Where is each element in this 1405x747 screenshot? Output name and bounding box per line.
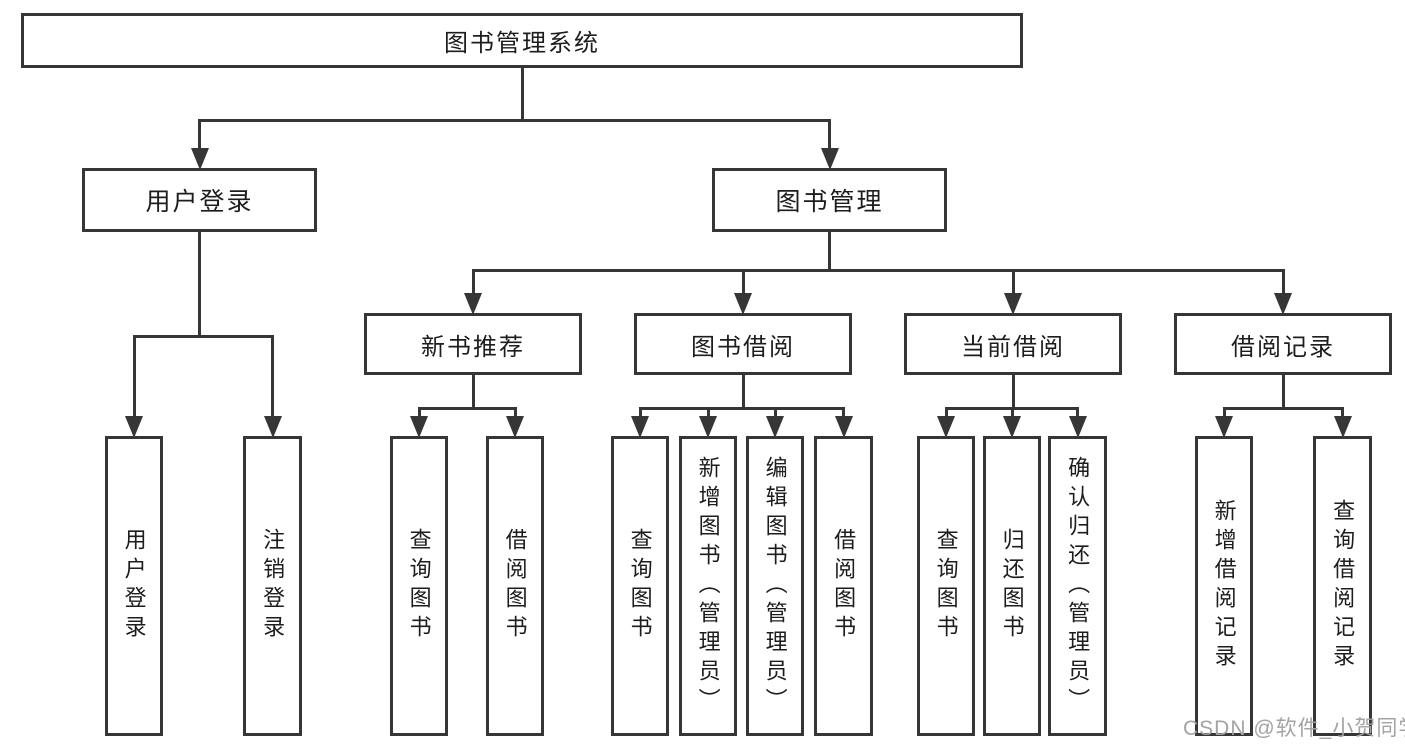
node-label: 图书管理 — [775, 188, 884, 216]
node-bb-borrow-book: 借阅图书 — [814, 436, 873, 736]
node-cb-query-book: 查询图书 — [917, 436, 975, 736]
connector-arrowhead-down-icon — [410, 416, 428, 438]
node-label: 借阅记录 — [1231, 333, 1335, 361]
connector-line-vertical — [132, 336, 136, 422]
node-label: 查询图书 — [933, 528, 959, 644]
connector-arrowhead-down-icon — [125, 416, 143, 438]
connector-arrowhead-down-icon — [1068, 416, 1087, 438]
connector-line-vertical — [1011, 270, 1015, 299]
csdn-watermark: CSDN @软件_小贺同学 — [1183, 717, 1405, 740]
connector-line-horizontal — [638, 406, 845, 410]
connector-arrowhead-down-icon — [734, 293, 752, 315]
connector-line-vertical — [944, 408, 948, 422]
connector-line-vertical — [471, 270, 475, 299]
connector-line-vertical — [1222, 408, 1226, 422]
connector-line-vertical — [513, 408, 517, 422]
connector-line-vertical — [198, 232, 201, 336]
connector-arrowhead-down-icon — [631, 416, 649, 438]
connector-arrowhead-down-icon — [820, 148, 839, 170]
node-label: 查询借阅记录 — [1330, 499, 1356, 673]
connector-arrowhead-down-icon — [1004, 293, 1022, 315]
node-label: 借阅图书 — [502, 528, 528, 644]
node-label: 新增借阅记录 — [1211, 499, 1237, 673]
node-rec-query-book: 查询图书 — [390, 436, 448, 736]
node-label: 新增图书（管理员） — [695, 455, 721, 717]
connector-line-vertical — [1281, 270, 1285, 299]
node-label: 图书借阅 — [691, 333, 795, 361]
connector-line-horizontal — [1222, 406, 1344, 410]
connector-line-vertical — [1010, 408, 1014, 422]
connector-arrowhead-down-icon — [506, 416, 524, 438]
node-label: 用户登录 — [145, 188, 254, 216]
node-label: 当前借阅 — [961, 333, 1065, 361]
node-label: 注销登录 — [260, 528, 286, 644]
connector-line-horizontal — [471, 268, 1285, 272]
node-br-query-record: 查询借阅记录 — [1313, 436, 1372, 736]
node-label: 新书推荐 — [421, 333, 525, 361]
node-br-add-record: 新增借阅记录 — [1195, 436, 1253, 736]
connector-line-vertical — [741, 270, 745, 299]
connector-arrowhead-down-icon — [263, 416, 282, 438]
connector-line-vertical — [638, 408, 642, 422]
node-label: 用户登录 — [121, 528, 147, 644]
connector-arrowhead-down-icon — [834, 416, 853, 438]
connector-arrowhead-down-icon — [699, 416, 717, 438]
node-rec-borrow-book: 借阅图书 — [486, 436, 544, 736]
connector-line-horizontal — [198, 118, 831, 122]
connector-line-vertical — [1281, 375, 1285, 408]
node-label: 查询图书 — [406, 528, 432, 644]
node-label: 查询图书 — [627, 528, 653, 644]
connector-arrowhead-down-icon — [1333, 416, 1352, 438]
connector-line-horizontal — [417, 406, 517, 410]
connector-arrowhead-down-icon — [1274, 293, 1292, 315]
node-book-mgmt: 图书管理 — [712, 168, 947, 232]
connector-line-vertical — [1076, 408, 1079, 422]
connector-line-vertical — [706, 408, 710, 422]
node-bb-edit-book: 编辑图书（管理员） — [746, 436, 804, 736]
connector-arrowhead-down-icon — [1215, 416, 1233, 438]
connector-line-vertical — [1011, 375, 1015, 408]
node-bb-add-book: 新增图书（管理员） — [679, 436, 737, 736]
node-login: 用户登录 — [105, 436, 163, 736]
connector-arrowhead-down-icon — [190, 148, 209, 170]
connector-line-vertical — [1341, 408, 1344, 422]
connector-line-vertical — [417, 408, 421, 422]
connector-line-vertical — [471, 375, 475, 408]
node-label: 图书管理系统 — [444, 30, 600, 57]
node-root: 图书管理系统 — [21, 13, 1023, 68]
node-current-borrow: 当前借阅 — [904, 313, 1122, 375]
node-borrow-records: 借阅记录 — [1174, 313, 1392, 375]
connector-line-vertical — [520, 68, 524, 120]
connector-arrowhead-down-icon — [464, 293, 482, 315]
connector-line-vertical — [842, 408, 845, 422]
node-label: 确认归还（管理员） — [1065, 455, 1091, 717]
connector-line-vertical — [198, 120, 201, 154]
connector-line-horizontal — [132, 334, 274, 338]
connector-arrowhead-down-icon — [937, 416, 955, 438]
node-book-borrow: 图书借阅 — [634, 313, 852, 375]
connector-line-vertical — [773, 408, 777, 422]
node-cb-return-book: 归还图书 — [983, 436, 1041, 736]
connector-line-vertical — [741, 375, 745, 408]
node-label: 借阅图书 — [831, 528, 857, 644]
node-new-book-rec: 新书推荐 — [364, 313, 582, 375]
connector-line-vertical — [828, 232, 831, 270]
node-logout: 注销登录 — [243, 436, 302, 736]
connector-arrowhead-down-icon — [766, 416, 784, 438]
connector-arrowhead-down-icon — [1003, 416, 1021, 438]
node-cb-confirm-return: 确认归还（管理员） — [1048, 436, 1107, 736]
connector-line-vertical — [271, 336, 274, 422]
connector-line-vertical — [828, 120, 831, 154]
node-label: 归还图书 — [999, 528, 1025, 644]
node-label: 编辑图书（管理员） — [762, 455, 788, 717]
node-user-login: 用户登录 — [82, 168, 317, 232]
node-bb-query-book: 查询图书 — [611, 436, 669, 736]
